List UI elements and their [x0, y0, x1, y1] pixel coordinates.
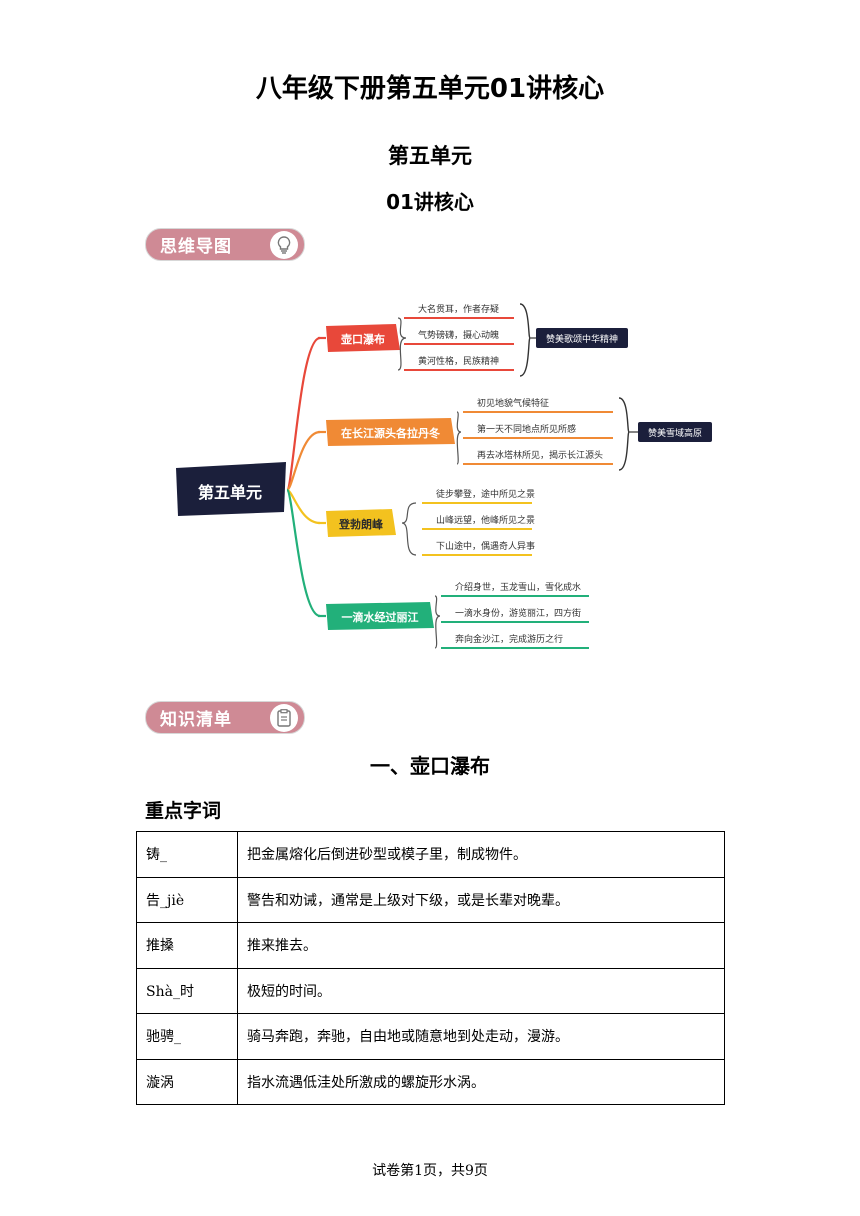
mindmap-item: 黄河性格，民族精神: [418, 355, 499, 367]
mindmap-branch-box: [326, 602, 434, 630]
table-row: 漩涡指水流遇低洼处所激成的螺旋形水涡。: [136, 1058, 725, 1105]
page-footer: 试卷第1页，共9页: [372, 1163, 488, 1179]
vocab-meaning: 警告和劝诫，通常是上级对下级，或是长辈对晚辈。: [237, 876, 725, 923]
vocab-word: Shà_时: [136, 967, 238, 1014]
vocab-meaning: 骑马奔跑，奔驰，自由地或随意地到处走动，漫游。: [237, 1013, 725, 1060]
vocab-meaning: 把金属熔化后倒进砂型或模子里，制成物件。: [237, 831, 725, 878]
mindmap-branch-title: 一滴水经过丽江: [342, 610, 419, 624]
mindmap-banner: 思维导图: [145, 228, 305, 261]
vocab-word: 驰骋_: [136, 1013, 238, 1060]
knowledge-banner: 知识清单: [145, 701, 305, 734]
table-row: 推搡推来推去。: [136, 922, 725, 969]
mindmap-item: 徒步攀登，途中所见之景: [436, 488, 535, 500]
mindmap-summary-box: [638, 422, 712, 442]
mindmap-root: 第五单元: [176, 462, 286, 516]
mindmap-root-label: 第五单元: [198, 483, 262, 502]
mindmap-branch-box: [326, 324, 400, 352]
mindmap-summary: 赞美雪域高原: [648, 427, 702, 439]
vocab-meaning: 极短的时间。: [237, 967, 725, 1014]
vocab-word: 告_jiè: [136, 876, 238, 923]
lesson-title: 01讲核心: [386, 190, 474, 214]
vocab-word: 推搡: [136, 922, 238, 969]
vocab-meaning: 推来推去。: [237, 922, 725, 969]
keywords-heading: 重点字词: [145, 800, 222, 822]
table-row: Shà_时极短的时间。: [136, 967, 725, 1014]
document-title: 八年级下册第五单元01讲核心: [255, 74, 605, 104]
mindmap-item: 气势磅礴，摄心动魄: [418, 329, 499, 341]
mindmap-branch: 在长江源头各拉丹冬 初见地貌气候特征第一天不同地点所见所感再去冰塔林所见，揭示长江…: [326, 397, 712, 471]
mindmap-item: 一滴水身份，游览丽江，四方街: [455, 607, 581, 619]
mindmap-summary: 赞美歌颂中华精神: [546, 333, 618, 345]
mindmap-branch-title: 登勃朗峰: [338, 517, 384, 531]
mindmap-item: 下山途中，偶遇奇人异事: [436, 540, 535, 552]
mindmap-item: 大名贯耳，作者存疑: [418, 303, 499, 315]
table-row: 铸_把金属熔化后倒进砂型或模子里，制成物件。: [136, 831, 725, 878]
section-heading: 一、壶口瀑布: [370, 754, 490, 778]
mindmap-branch-box: [326, 418, 455, 446]
vocab-word: 铸_: [136, 831, 238, 878]
vocab-word: 漩涡: [136, 1058, 238, 1105]
mindmap-branch-title: 在长江源头各拉丹冬: [341, 426, 440, 440]
mindmap-item: 初见地貌气候特征: [477, 397, 549, 409]
knowledge-banner-label: 知识清单: [160, 710, 232, 730]
vocab-meaning: 指水流遇低洼处所激成的螺旋形水涡。: [237, 1058, 725, 1105]
mindmap-item: 介绍身世，玉龙雪山，雪化成水: [455, 581, 581, 593]
mindmap-item: 奔向金沙江，完成游历之行: [455, 633, 563, 645]
mindmap-item: 再去冰塔林所见，揭示长江源头: [477, 449, 603, 461]
lightbulb-icon: [270, 230, 298, 259]
mindmap-branch-box: [326, 509, 396, 537]
mindmap-summary-box: [536, 328, 628, 348]
table-row: 驰骋_骑马奔跑，奔驰，自由地或随意地到处走动，漫游。: [136, 1013, 725, 1060]
mindmap-banner-label: 思维导图: [160, 237, 232, 257]
mindmap-branch-title: 壶口瀑布: [341, 332, 385, 346]
clipboard-icon: [270, 703, 298, 732]
mindmap-item: 山峰远望，他峰所见之景: [436, 514, 535, 526]
mindmap-branch: 一滴水经过丽江 介绍身世，玉龙雪山，雪化成水一滴水身份，游览丽江，四方街奔向金沙江…: [326, 581, 589, 649]
mindmap-item: 第一天不同地点所见所感: [477, 423, 576, 435]
unit-title: 第五单元: [388, 144, 472, 168]
